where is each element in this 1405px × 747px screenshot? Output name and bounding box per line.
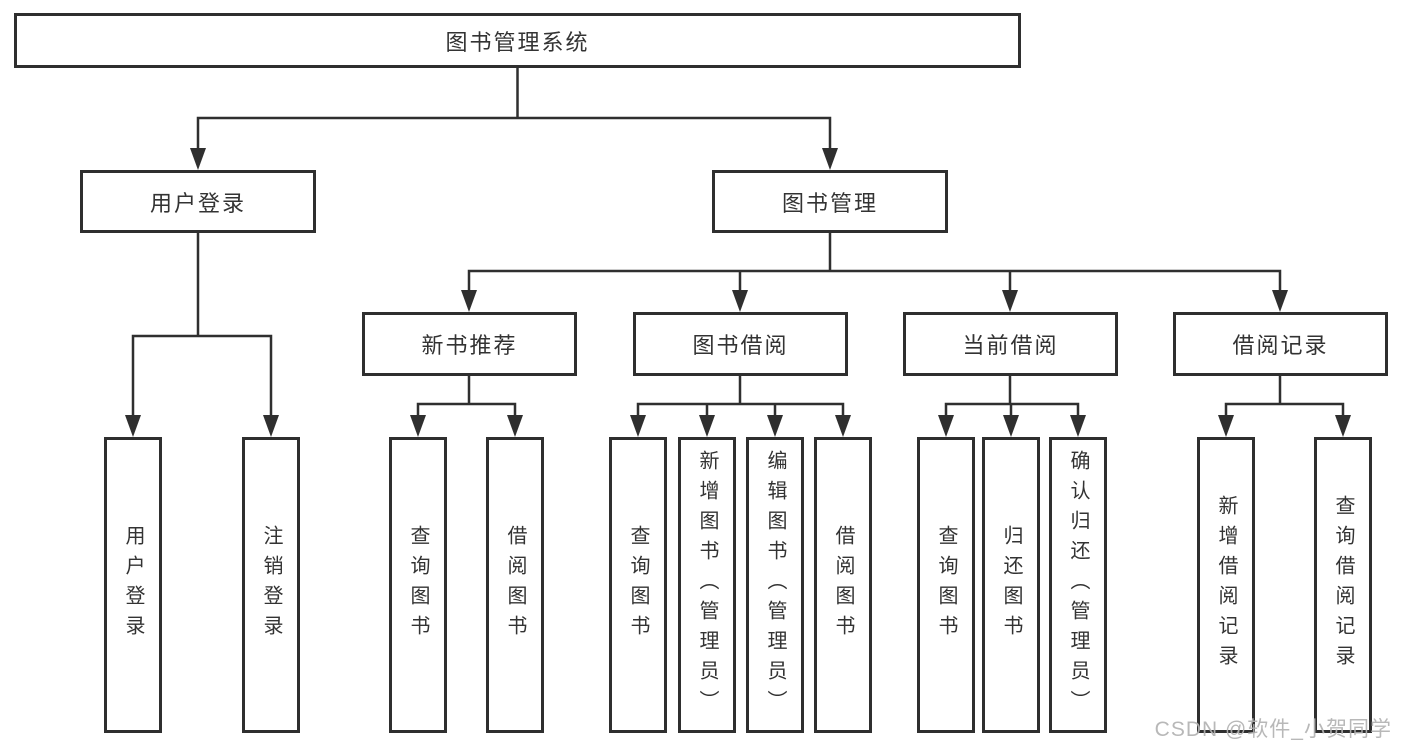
- node-label: 图书借阅: [692, 333, 789, 358]
- arrowhead: [1070, 415, 1086, 437]
- leaf-borrow-books-recommend: 借阅图书: [486, 437, 544, 733]
- connector-book-borrow-children: [630, 374, 851, 437]
- leaf-label: 查询图书: [627, 525, 649, 645]
- node-new-book-recommendation: 新书推荐: [362, 312, 577, 376]
- leaf-label: 查询借阅记录: [1332, 495, 1354, 675]
- arrowhead: [630, 415, 646, 437]
- connector-new-book-children: [410, 374, 523, 437]
- leaf-label: 查询图书: [407, 525, 429, 645]
- leaf-add-borrow-record: 新增借阅记录: [1197, 437, 1255, 733]
- arrowhead: [732, 290, 748, 312]
- leaf-add-book-admin: 新增图书（管理员）: [678, 437, 736, 733]
- arrowhead: [1272, 290, 1288, 312]
- leaf-query-borrow-record: 查询借阅记录: [1314, 437, 1372, 733]
- leaf-label: 编辑图书（管理员）: [764, 450, 786, 720]
- leaf-label: 新增图书（管理员）: [696, 450, 718, 720]
- leaf-edit-book-admin: 编辑图书（管理员）: [746, 437, 804, 733]
- arrowhead: [461, 290, 477, 312]
- connector-root-to-level1: [190, 66, 838, 170]
- arrowhead: [1335, 415, 1351, 437]
- arrowhead: [125, 415, 141, 437]
- node-label: 借阅记录: [1232, 333, 1329, 358]
- connector-current-borrow-children: [938, 374, 1086, 437]
- node-borrowing-records: 借阅记录: [1173, 312, 1388, 376]
- leaf-label: 借阅图书: [504, 525, 526, 645]
- arrowhead: [507, 415, 523, 437]
- leaf-query-books-current: 查询图书: [917, 437, 975, 733]
- node-root: 图书管理系统: [14, 13, 1021, 68]
- leaf-label: 注销登录: [260, 525, 282, 645]
- arrowhead: [835, 415, 851, 437]
- leaf-label: 查询图书: [935, 525, 957, 645]
- arrowhead: [190, 148, 206, 170]
- node-label: 新书推荐: [421, 333, 518, 358]
- arrowhead: [699, 415, 715, 437]
- leaf-label: 确认归还（管理员）: [1067, 450, 1089, 720]
- leaf-borrow-books: 借阅图书: [814, 437, 872, 733]
- leaf-logout: 注销登录: [242, 437, 300, 733]
- node-label: 用户登录: [149, 190, 246, 216]
- leaf-confirm-return-admin: 确认归还（管理员）: [1049, 437, 1107, 733]
- leaf-label: 新增借阅记录: [1215, 495, 1237, 675]
- arrowhead: [1002, 290, 1018, 312]
- leaf-query-books-recommend: 查询图书: [389, 437, 447, 733]
- leaf-label: 借阅图书: [832, 525, 854, 645]
- leaf-return-book: 归还图书: [982, 437, 1040, 733]
- node-label: 图书管理: [781, 190, 878, 216]
- node-user-login: 用户登录: [80, 170, 316, 233]
- node-book-borrowing: 图书借阅: [633, 312, 848, 376]
- connector-user-login-children: [125, 231, 279, 437]
- node-current-borrowing: 当前借阅: [903, 312, 1118, 376]
- leaf-label: 归还图书: [1000, 525, 1022, 645]
- arrowhead: [263, 415, 279, 437]
- arrowhead: [1218, 415, 1234, 437]
- connector-book-management-to-level2: [461, 231, 1288, 312]
- connector-borrow-record-children: [1218, 374, 1351, 437]
- node-label: 图书管理系统: [445, 29, 590, 55]
- node-label: 当前借阅: [962, 333, 1059, 358]
- node-book-management: 图书管理: [712, 170, 948, 233]
- leaf-label: 用户登录: [122, 525, 144, 645]
- arrowhead: [410, 415, 426, 437]
- arrowhead: [822, 148, 838, 170]
- watermark-text: CSDN @软件_小贺同学: [1154, 718, 1392, 741]
- leaf-query-books-borrow: 查询图书: [609, 437, 667, 733]
- leaf-user-login: 用户登录: [104, 437, 162, 733]
- arrowhead: [767, 415, 783, 437]
- arrowhead: [1003, 415, 1019, 437]
- arrowhead: [938, 415, 954, 437]
